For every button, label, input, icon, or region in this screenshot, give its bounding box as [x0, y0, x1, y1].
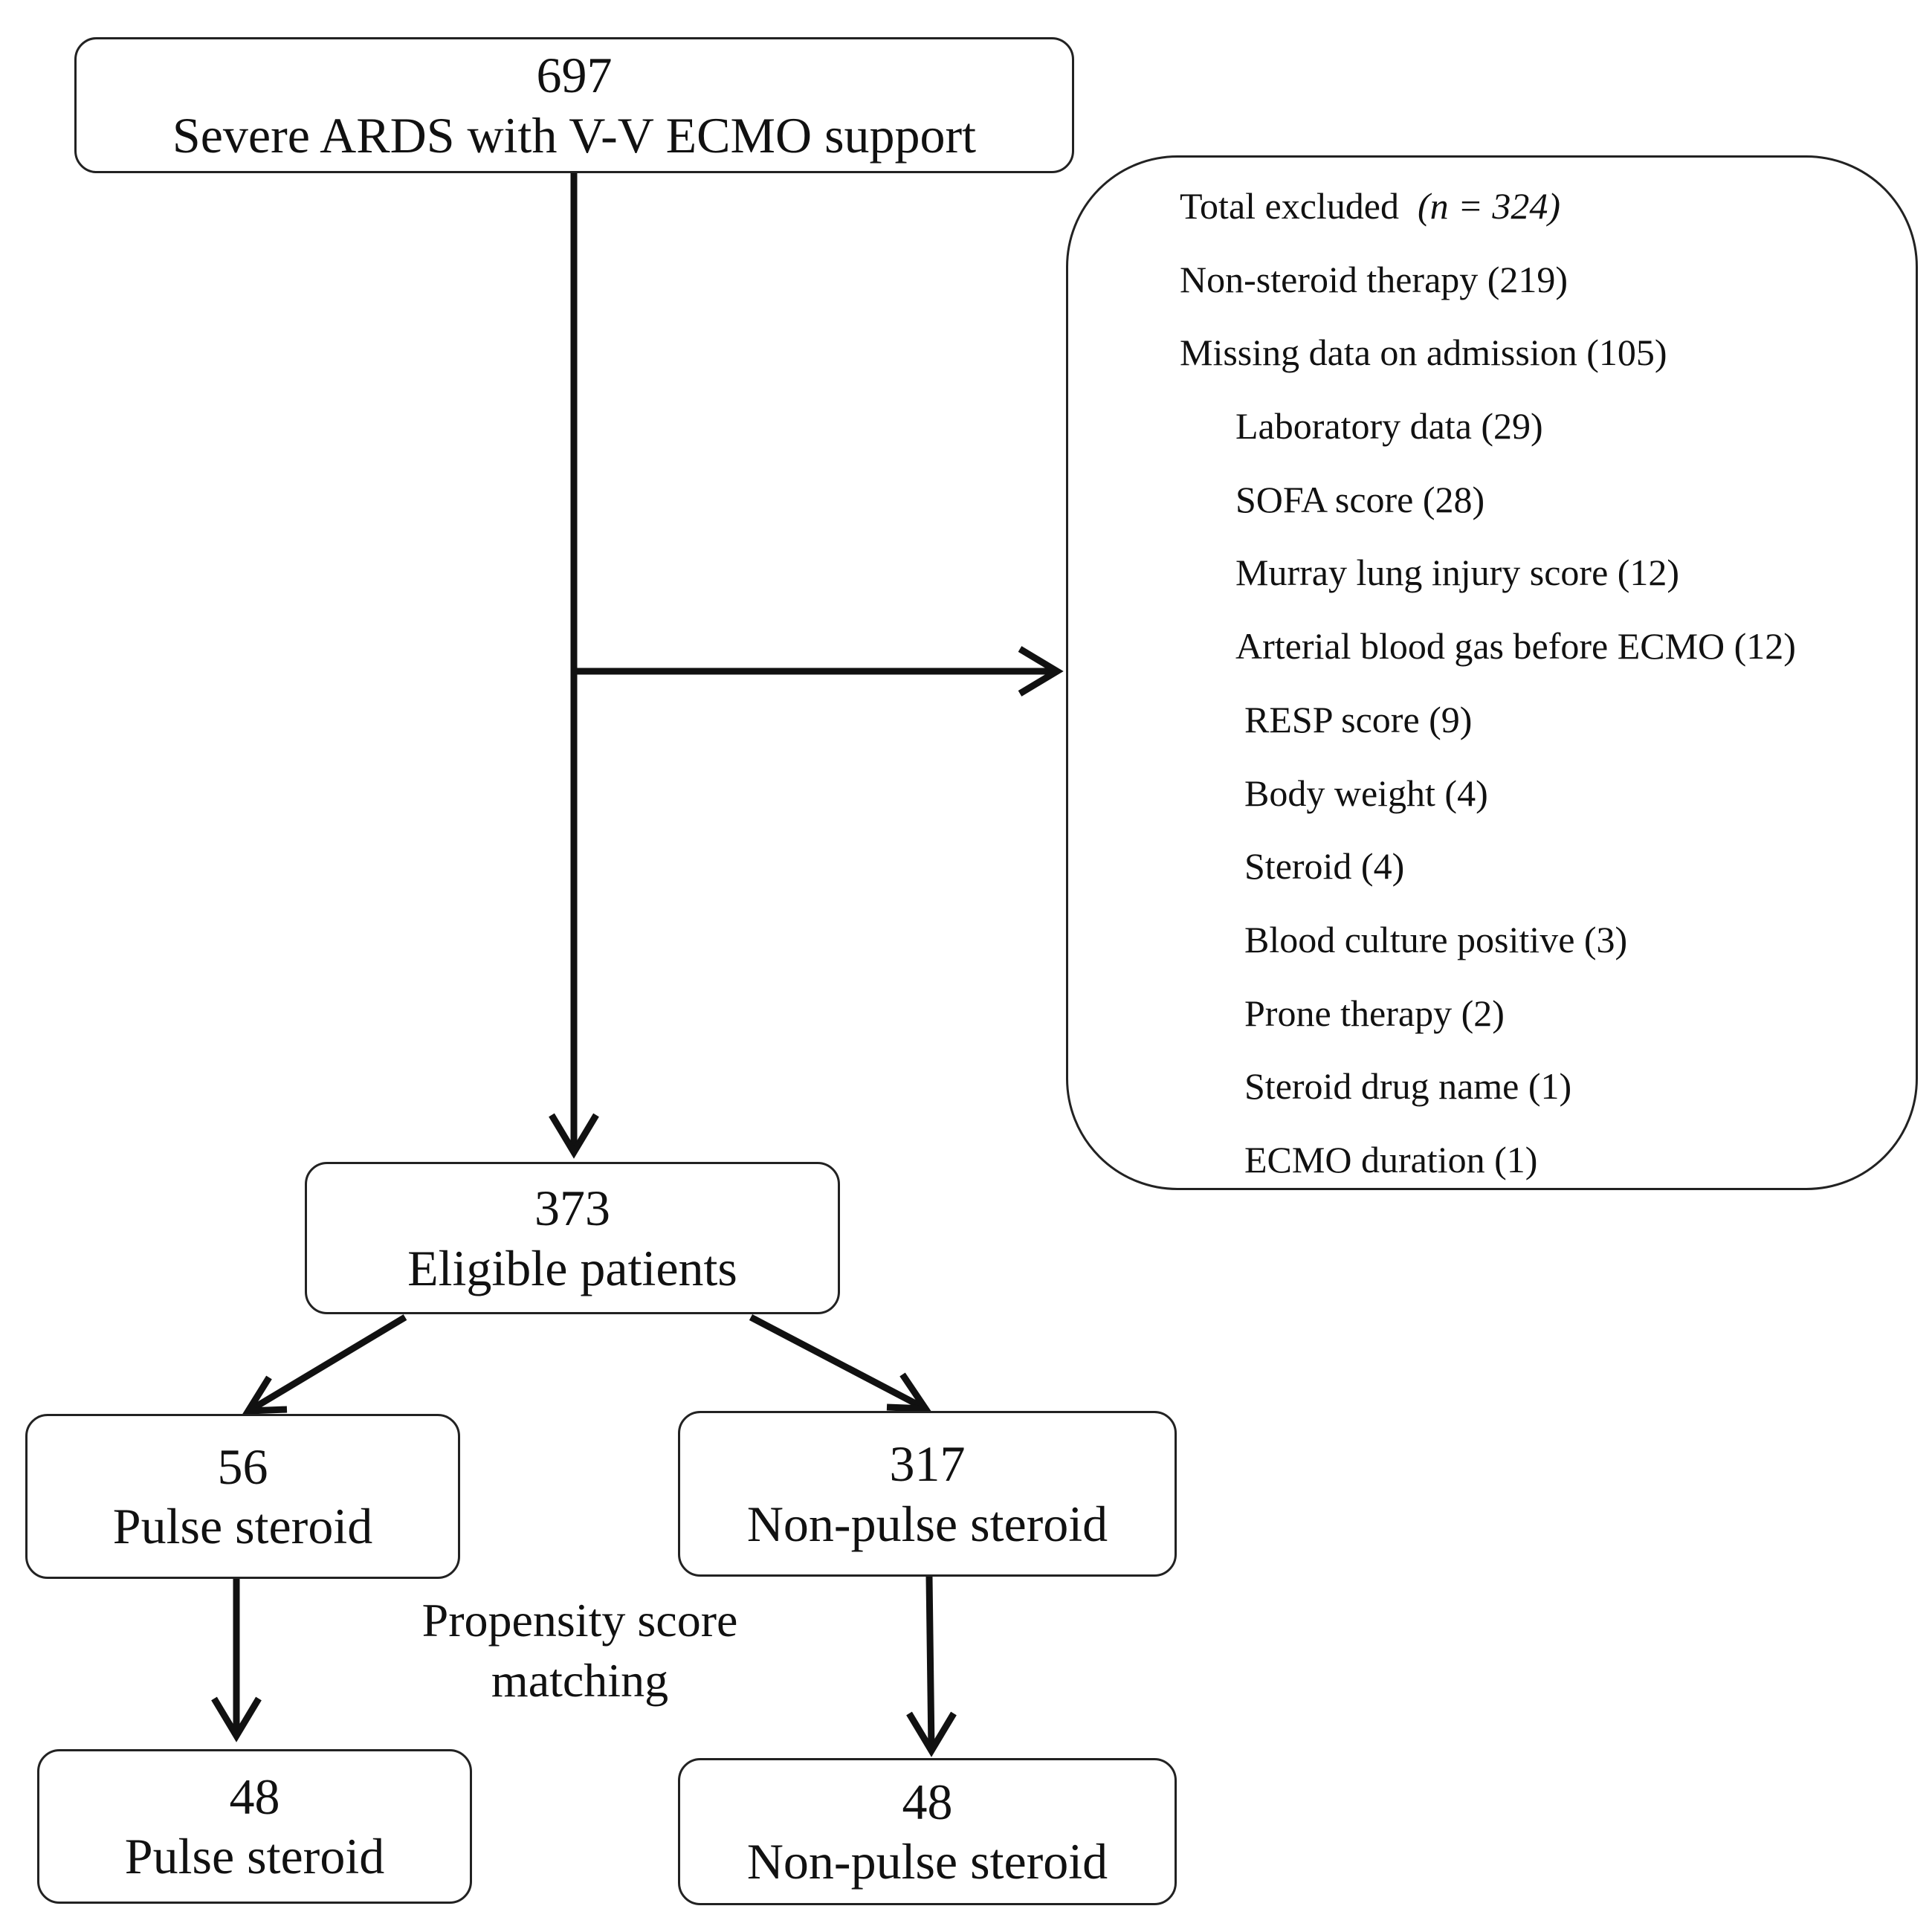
- pulse-steroid-box: 56 Pulse steroid: [25, 1414, 460, 1579]
- excluded-subitem: ECMO duration (1): [1244, 1138, 1538, 1180]
- excluded-title-count: (n = 324): [1418, 185, 1561, 227]
- excluded-subitem: Arterial blood gas before ECMO (12): [1235, 625, 1796, 668]
- excluded-subitem: Laboratory data (29): [1235, 405, 1543, 448]
- matched-pulse-steroid-count: 48: [229, 1768, 280, 1825]
- excluded-title: Total excluded (n = 324): [1180, 169, 1796, 243]
- excluded-list: Total excluded (n = 324) Non-steroid the…: [1180, 169, 1796, 1197]
- excluded-subitem: Murray lung injury score (12): [1235, 552, 1680, 594]
- arrowhead-nonpulse-matched: [906, 1711, 957, 1757]
- excluded-subitem: SOFA score (28): [1235, 478, 1485, 520]
- total-cohort-count: 697: [536, 47, 613, 104]
- pulse-steroid-label: Pulse steroid: [112, 1498, 373, 1554]
- eligible-count: 373: [534, 1180, 610, 1237]
- matched-non-pulse-steroid-count: 48: [902, 1773, 953, 1830]
- excluded-subitem: Steroid (4): [1244, 845, 1405, 888]
- arrowhead-pulse: [242, 1375, 288, 1415]
- non-pulse-steroid-count: 317: [889, 1435, 966, 1493]
- matched-non-pulse-steroid-box: 48 Non-pulse steroid: [678, 1758, 1177, 1905]
- total-cohort-label: Severe ARDS with V-V ECMO support: [172, 106, 977, 164]
- non-pulse-steroid-box: 317 Non-pulse steroid: [678, 1411, 1177, 1577]
- matched-pulse-steroid-label: Pulse steroid: [124, 1828, 385, 1884]
- excluded-subitem: Body weight (4): [1244, 772, 1488, 814]
- excluded-subitem: Blood culture positive (3): [1244, 918, 1628, 960]
- excluded-item: Missing data on admission (105): [1180, 332, 1667, 374]
- connector-nonpulse-to-matched: [925, 1576, 935, 1751]
- matched-pulse-steroid-box: 48 Pulse steroid: [37, 1749, 472, 1904]
- arrowhead-pulse-matched: [211, 1696, 262, 1742]
- arrowhead-excluded: [1018, 646, 1064, 697]
- connector-eligible-to-pulse: [249, 1314, 407, 1412]
- arrowhead-eligible: [549, 1113, 599, 1159]
- excluded-subitem: Steroid drug name (1): [1244, 1065, 1572, 1108]
- excluded-subitem: RESP score (9): [1244, 698, 1473, 740]
- excluded-subitem: Prone therapy (2): [1244, 992, 1505, 1034]
- total-cohort-box: 697 Severe ARDS with V-V ECMO support: [74, 37, 1074, 173]
- arrowhead-nonpulse: [886, 1372, 932, 1412]
- eligible-box: 373 Eligible patients: [305, 1162, 840, 1314]
- pulse-steroid-count: 56: [217, 1438, 268, 1495]
- connector-eligible-to-nonpulse: [749, 1314, 926, 1411]
- matched-non-pulse-steroid-label: Non-pulse steroid: [746, 1833, 1108, 1890]
- eligible-label: Eligible patients: [407, 1239, 737, 1296]
- matching-line-1: Propensity score: [421, 1594, 738, 1647]
- propensity-score-matching-label: Propensity score matching: [357, 1591, 803, 1710]
- excluded-box: Total excluded (n = 324) Non-steroid the…: [1066, 155, 1918, 1190]
- matching-line-2: matching: [491, 1653, 669, 1707]
- excluded-title-label: Total excluded: [1180, 185, 1399, 227]
- non-pulse-steroid-label: Non-pulse steroid: [746, 1495, 1108, 1552]
- excluded-item: Non-steroid therapy (219): [1180, 258, 1568, 300]
